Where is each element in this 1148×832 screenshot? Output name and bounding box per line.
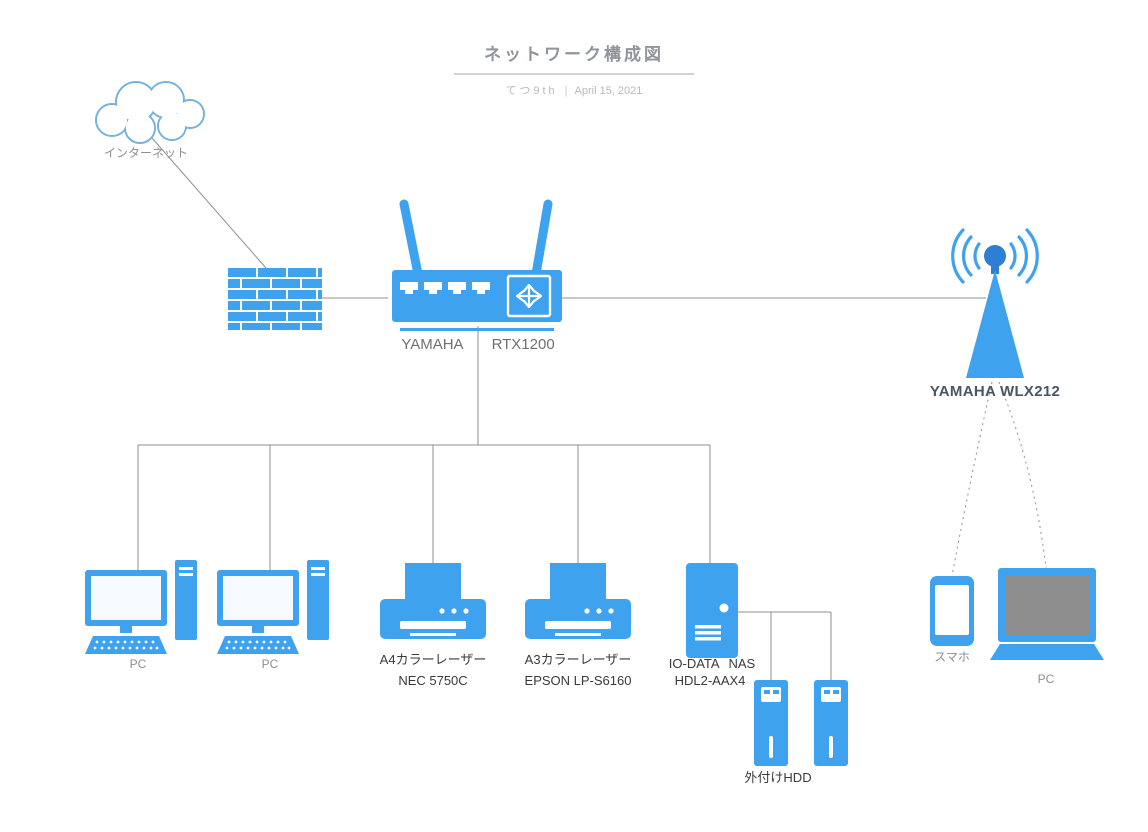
- cloud-icon: [95, 81, 205, 144]
- diagram-header: ネットワーク構成図 てつ9th | April 15, 2021: [454, 40, 694, 98]
- wire-nas-hdd: [738, 611, 832, 682]
- router-model: RTX1200: [491, 336, 555, 353]
- pc2-label: PC: [261, 657, 279, 671]
- access-point-label: YAMAHA WLX212: [929, 383, 1061, 400]
- wire-internet-firewall: [151, 137, 267, 269]
- laptop-node: [988, 568, 1104, 660]
- printer-a3-label-line2: EPSON LP-S6160: [524, 673, 632, 688]
- router-icon: [392, 199, 562, 331]
- diagram-subtitle: てつ9th | April 15, 2021: [454, 82, 694, 98]
- wire-ap-laptop: [998, 381, 1047, 569]
- nas-node: [686, 563, 738, 658]
- desktop-pc-icon: [217, 560, 329, 654]
- printer-a4-node: [380, 563, 486, 641]
- hdd2-node: [814, 680, 848, 766]
- printer-a3-node: [525, 563, 631, 641]
- smartphone-label: スマホ: [934, 650, 970, 664]
- access-point-node: [935, 228, 1055, 380]
- desktop-pc-icon: [85, 560, 197, 654]
- smartphone-node: [930, 576, 974, 646]
- diagram-date: April 15, 2021: [574, 85, 643, 97]
- pc2-node: [217, 560, 329, 654]
- router-node: [388, 196, 566, 336]
- printer-a4-label-line2: NEC 5750C: [398, 673, 468, 688]
- internet-node: [78, 66, 214, 146]
- printer-a4-label-line1: A4カラーレーザー: [379, 652, 487, 667]
- nas-icon: [686, 563, 738, 658]
- pc1-node: [85, 560, 197, 654]
- laptop-icon: [990, 568, 1104, 660]
- internet-label: インターネット: [103, 146, 189, 160]
- nas-label-line1: IO-DATA NAS: [668, 656, 756, 671]
- wire-ap-smartphone: [951, 381, 993, 577]
- printer-icon: [380, 563, 486, 639]
- smartphone-icon: [930, 576, 974, 646]
- nas-label-line2: HDL2-AAX4: [674, 673, 746, 688]
- diagram-title: ネットワーク構成図: [454, 40, 694, 75]
- laptop-label: PC: [1037, 672, 1055, 686]
- subtitle-separator: |: [564, 85, 568, 97]
- external-hdd-icon: [754, 680, 788, 766]
- firewall-node: [228, 268, 322, 330]
- access-point-icon: [951, 228, 1039, 378]
- printer-icon: [525, 563, 631, 639]
- external-hdd-label: 外付けHDD: [744, 770, 812, 785]
- router-label: YAMAHA RTX1200: [401, 336, 554, 355]
- diagram-author: てつ9th: [505, 85, 558, 97]
- pc1-label: PC: [129, 657, 147, 671]
- router-brand: YAMAHA: [401, 336, 464, 353]
- firewall-icon: [228, 268, 322, 330]
- external-hdd-icon: [814, 680, 848, 766]
- printer-a3-label-line1: A3カラーレーザー: [524, 652, 632, 667]
- hdd1-node: [754, 680, 788, 766]
